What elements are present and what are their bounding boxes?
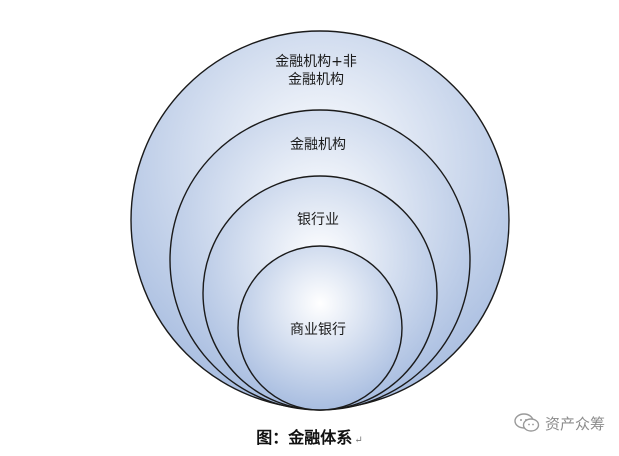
- watermark: 资产众筹: [513, 412, 605, 434]
- label-commercial-banks: 商业银行: [290, 322, 346, 338]
- figure-caption: 图：金融体系↵: [0, 424, 619, 448]
- paragraph-mark: ↵: [354, 435, 363, 446]
- wechat-icon: [514, 413, 540, 432]
- watermark-text: 资产众筹: [544, 414, 605, 433]
- label-outer-line-1: 金融机构+非: [275, 54, 357, 70]
- label-banking-industry: 银行业: [297, 212, 339, 228]
- circle-commercial-banks: [237, 245, 403, 411]
- label-financial-institutions: 金融机构: [290, 137, 346, 153]
- caption-text: 图：金融体系: [256, 428, 353, 447]
- label-outer-line-2: 金融机构: [288, 72, 344, 88]
